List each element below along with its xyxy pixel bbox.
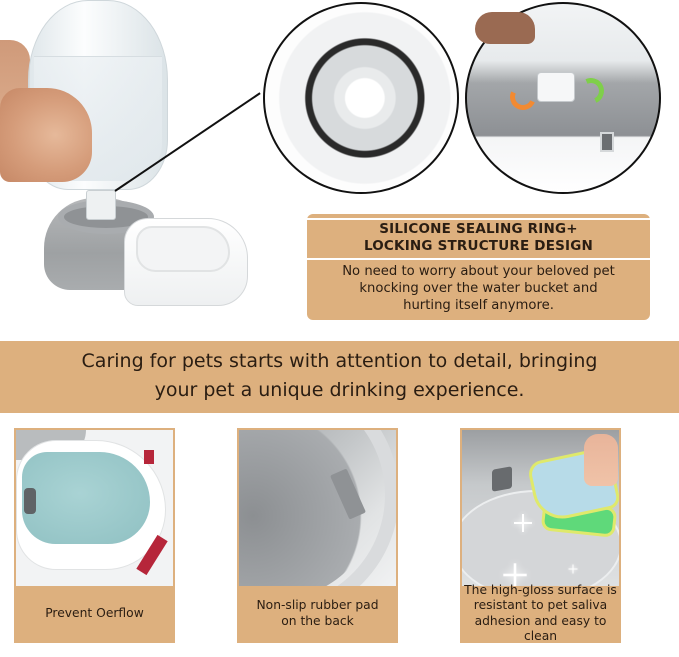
max-level-mark-icon	[144, 450, 154, 464]
hand-image	[0, 88, 92, 182]
tagline-line: Caring for pets starts with attention to…	[81, 350, 598, 372]
panel-high-gloss: The high-gloss surface is resistant to p…	[460, 428, 621, 643]
caption-line: adhesion and easy to clean	[474, 613, 607, 644]
feature-top-rule	[307, 218, 650, 220]
feature-desc-line: knocking over the water bucket and	[359, 281, 598, 296]
tagline-line: your pet a unique drinking experience.	[154, 379, 525, 401]
feature-title-line: SILICONE SEALING RING+	[379, 221, 578, 237]
tagline-text: Caring for pets starts with attention to…	[0, 347, 679, 405]
sealing-ring-detail-circle	[263, 2, 459, 194]
panel-non-slip-pad: Non-slip rubber pad on the back	[237, 428, 398, 643]
rubber-pad-image	[239, 430, 396, 586]
feature-divider-rule	[307, 258, 650, 260]
panel-caption: Non-slip rubber pad on the back	[239, 586, 396, 641]
product-illustration	[0, 0, 260, 320]
feature-title: SILICONE SEALING RING+ LOCKING STRUCTURE…	[307, 221, 650, 255]
caption-line: Non-slip rubber pad	[256, 598, 379, 612]
caption-line: resistant to pet saliva	[473, 598, 608, 612]
panel-caption: Prevent Oerflow	[16, 586, 173, 641]
sparkle-icon	[514, 514, 532, 532]
feature-desc-line: No need to worry about your beloved pet	[342, 264, 615, 279]
sparkle-icon	[569, 565, 578, 574]
tagline-banner	[0, 341, 679, 413]
feature-description: No need to worry about your beloved pet …	[307, 263, 650, 314]
bottle-neck-image	[86, 190, 116, 220]
water-image	[22, 452, 150, 544]
panel-caption: The high-gloss surface is resistant to p…	[462, 582, 619, 644]
feature-box	[307, 214, 650, 320]
caption-line: Prevent Oerflow	[45, 605, 144, 620]
panel-prevent-overflow: Prevent Oerflow	[14, 428, 175, 643]
caption-line: The high-gloss surface is	[464, 582, 617, 597]
feature-title-line: LOCKING STRUCTURE DESIGN	[363, 238, 594, 254]
lock-hand-image	[475, 12, 535, 44]
caption-line: on the back	[281, 613, 354, 628]
dispenser-bowl-inner	[136, 226, 230, 272]
glossy-surface-image	[462, 430, 619, 586]
lock-slot-image	[600, 132, 614, 152]
overflow-mark-image	[16, 430, 173, 586]
lock-neck-image	[537, 72, 575, 102]
feature-desc-line: hurting itself anymore.	[403, 298, 554, 313]
hand-wiping-image	[584, 434, 618, 486]
